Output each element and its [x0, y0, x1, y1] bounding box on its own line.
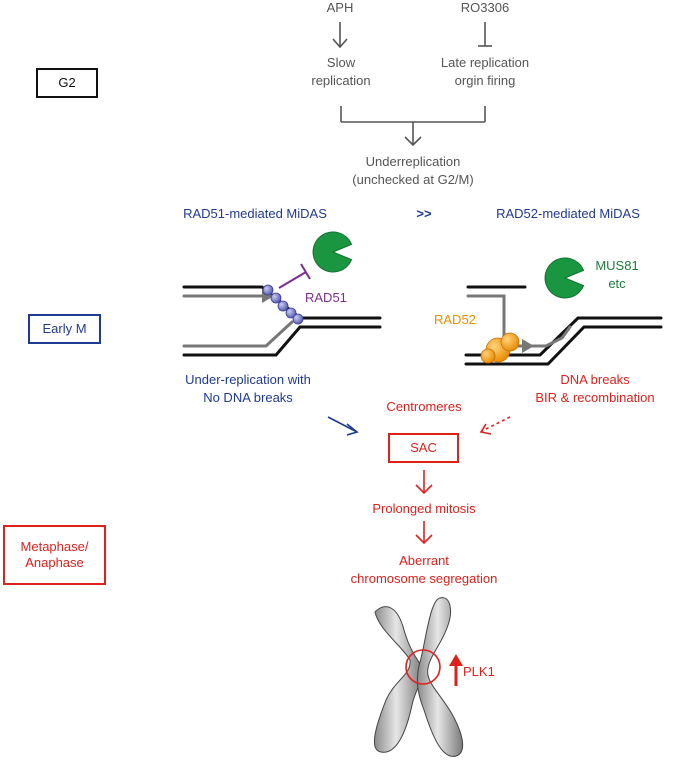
left-to-sac-arrow [327, 416, 359, 436]
underreplication-line2: (unchecked at G2/M) [352, 172, 474, 187]
stage-g2-label: G2 [58, 75, 76, 90]
left-outcome-line2: No DNA breaks [203, 390, 293, 405]
slow-replication-line2: replication [311, 73, 371, 88]
midas-comparison-symbol: >> [416, 206, 432, 221]
ro3306-label: RO3306 [460, 0, 510, 15]
stage-early-m-label: Early M [42, 321, 87, 336]
right-outcome-line2: BIR & recombination [535, 390, 655, 405]
aberrant-line1: Aberrant [399, 553, 449, 568]
left-dna-fork [182, 285, 382, 357]
aph-arrow [332, 22, 348, 49]
aberrant-line2: chromosome segregation [350, 571, 498, 586]
plk1-up-arrow [449, 654, 463, 686]
chromosome-illustration [374, 597, 464, 757]
stage-metaphase-label: Metaphase/ [20, 539, 89, 554]
underreplication-line1: Underreplication [365, 154, 461, 169]
nuclease-pacman-right [544, 257, 585, 299]
mus81-label-line2: etc [608, 276, 626, 291]
rad51-inhibit-arrow [278, 263, 311, 289]
merge-bracket [340, 106, 486, 147]
stage-early-m-box: Early M [28, 314, 101, 344]
late-origin-line1: Late replication [440, 55, 530, 70]
rad51-midas-label: RAD51-mediated MiDAS [183, 206, 327, 221]
prolonged-mitosis-label: Prolonged mitosis [372, 501, 476, 516]
rad52-protein-label: RAD52 [434, 312, 476, 327]
prolonged-to-aberrant-arrow [415, 521, 433, 545]
rad51-filament [262, 284, 304, 325]
stage-anaphase-label: Anaphase [25, 555, 84, 570]
stage-metaphase-anaphase-box: Metaphase/ Anaphase [3, 525, 106, 585]
ro3306-inhibit-bar [478, 22, 492, 47]
late-origin-line2: orgin firing [454, 73, 516, 88]
mus81-label-line1: MUS81 [595, 258, 639, 273]
left-outcome-line1: Under-replication with [185, 372, 311, 387]
plk1-label: PLK1 [463, 664, 495, 679]
rad52-protein [480, 332, 520, 364]
sac-label: SAC [410, 440, 437, 455]
slow-replication-line1: Slow [326, 55, 356, 70]
rad52-midas-label: RAD52-mediated MiDAS [496, 206, 640, 221]
rad51-protein-label: RAD51 [305, 290, 347, 305]
sac-box: SAC [388, 433, 459, 463]
aph-label: APH [326, 0, 354, 15]
stage-g2-box: G2 [36, 68, 98, 98]
nuclease-pacman-left [312, 231, 353, 273]
sac-to-prolonged-arrow [415, 470, 433, 495]
centromere-highlight-circle [405, 649, 441, 685]
centromeres-label: Centromeres [386, 399, 462, 414]
right-to-sac-dashed-arrow [479, 416, 511, 435]
right-outcome-line1: DNA breaks [560, 372, 630, 387]
